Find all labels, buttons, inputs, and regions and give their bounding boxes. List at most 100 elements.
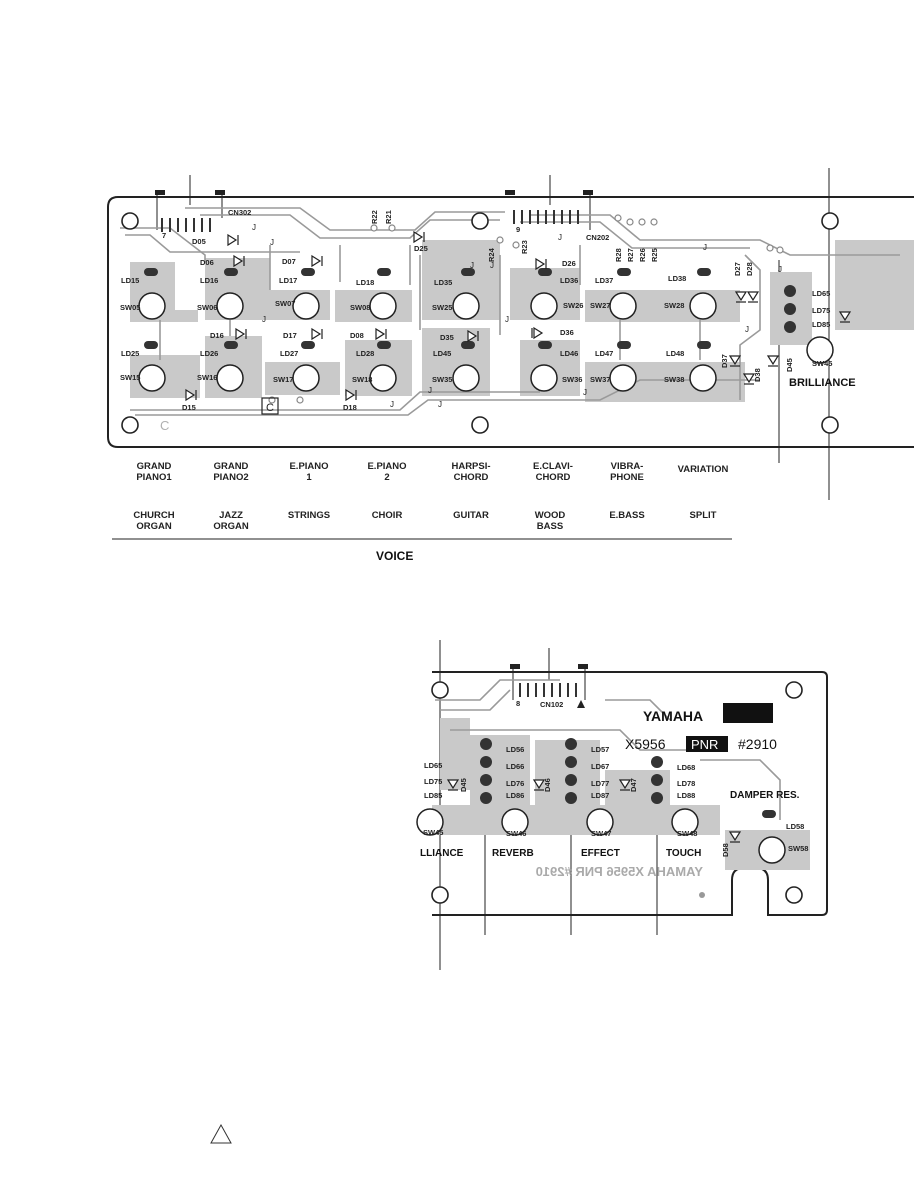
switch-label: SW48	[677, 829, 697, 838]
voice-label: CHURCH ORGAN	[133, 510, 175, 532]
bottom-pcb-board: CN102 8 LD65 LD75 LD85 SW45 LD56 LD66 LD…	[416, 640, 828, 970]
resistor-label: R22	[370, 210, 379, 224]
resistor-label: R24	[487, 247, 496, 262]
sw-label: SW18	[352, 375, 372, 384]
diode-label: D45	[459, 778, 468, 792]
switch-label: SW45	[423, 828, 443, 837]
part-number: X5956	[625, 736, 666, 752]
voice-label: E.PIANO 2	[367, 461, 407, 483]
diode-label: D26	[562, 259, 576, 268]
led-label: LD66	[506, 762, 524, 771]
top-pcb-board: JJJ JJJ JJJ JJJ JJ C C CN302 CN202 7 9 S…	[107, 168, 914, 540]
brilliance-label: BRILLIANCE	[789, 377, 856, 389]
ld-label: LD46	[560, 349, 578, 358]
pin-left-label: 8	[516, 699, 520, 708]
led-label: LD58	[786, 822, 804, 831]
sw-label: SW15	[120, 373, 140, 382]
ld-label: LD36	[560, 276, 578, 285]
sw-label: SW06	[197, 303, 217, 312]
led-label: LD65	[424, 761, 442, 770]
diode-label: D07	[282, 257, 296, 266]
led-label: LD67	[591, 762, 609, 771]
voice-label: E.CLAVI- CHORD	[533, 461, 573, 483]
svg-text:J: J	[745, 325, 749, 334]
function-label: LLIANCE	[420, 848, 464, 859]
ld-label: LD28	[356, 349, 374, 358]
resistor-label: R21	[384, 210, 393, 224]
diode-label: D36	[560, 328, 574, 337]
function-label: EFFECT	[581, 848, 620, 859]
ld-label: LD27	[280, 349, 298, 358]
diode-label: D38	[753, 368, 762, 382]
diode-label: D27	[733, 262, 742, 276]
svg-text:J: J	[438, 400, 442, 409]
sw-label: SW35	[432, 375, 452, 384]
voice-label: STRINGS	[287, 510, 331, 521]
voice-label: JAZZ ORGAN	[213, 510, 249, 532]
svg-text:J: J	[703, 243, 707, 252]
ld-label: LD16	[200, 276, 218, 285]
ld-label: LD15	[121, 276, 139, 285]
voice-section-title: VOICE	[376, 549, 414, 563]
diode-label: D06	[200, 258, 214, 267]
svg-text:J: J	[252, 223, 256, 232]
ld-label: LD38	[668, 274, 686, 283]
voice-label: WOOD BASS	[534, 510, 566, 532]
switch-label: SW45	[812, 359, 832, 368]
svg-text:J: J	[428, 386, 432, 395]
voice-label: VIBRA- PHONE	[610, 461, 644, 483]
ld-label: LD26	[200, 349, 218, 358]
led-label: LD85	[424, 791, 442, 800]
diode-label: D25	[414, 244, 428, 253]
svg-text:J: J	[262, 315, 266, 324]
cn102-label: CN102	[540, 700, 563, 709]
sw-label: SW07	[275, 299, 295, 308]
svg-text:J: J	[778, 265, 782, 274]
led-label: LD77	[591, 779, 609, 788]
ld-label: LD35	[434, 278, 452, 287]
svg-text:J: J	[583, 388, 587, 397]
ld-label: LD37	[595, 276, 613, 285]
diode-label: D46	[543, 778, 552, 792]
sw-label: SW17	[273, 375, 293, 384]
diode-label: D18	[343, 403, 357, 412]
sw-label: SW08	[350, 303, 370, 312]
pin-left-label: 7	[162, 231, 166, 240]
resistor-label: R27	[626, 248, 635, 262]
sw-label: SW25	[432, 303, 452, 312]
warning-triangle-icon	[210, 1124, 232, 1144]
voice-label: GRAND PIANO2	[213, 461, 249, 483]
resistor-label: R28	[614, 248, 623, 262]
silk-c-label: C	[266, 402, 274, 414]
sw-label: SW38	[664, 375, 684, 384]
cn302-label: CN302	[228, 208, 251, 217]
function-label: REVERB	[492, 848, 534, 859]
svg-text:J: J	[390, 400, 394, 409]
svg-text:J: J	[558, 233, 562, 242]
diode-label: D16	[210, 331, 224, 340]
led-label: LD75	[424, 777, 442, 786]
led-label: LD65	[812, 289, 830, 298]
voice-label: E.BASS	[609, 510, 645, 521]
led-label: LD68	[677, 763, 695, 772]
diode-label: D35	[440, 333, 454, 342]
cn202-label: CN202	[586, 233, 609, 242]
svg-text:J: J	[490, 261, 494, 270]
sw-label: SW26	[563, 301, 583, 310]
svg-text:J: J	[270, 238, 274, 247]
svg-text:J: J	[505, 315, 509, 324]
led-label: LD57	[591, 745, 609, 754]
resistor-label: R26	[638, 248, 647, 262]
sw-label: SW27	[590, 301, 610, 310]
rev-label: #2910	[738, 736, 777, 752]
led-label: LD86	[506, 791, 524, 800]
brand-label: YAMAHA	[643, 708, 703, 724]
led-label: LD78	[677, 779, 695, 788]
brand-black-block	[723, 703, 773, 723]
pnr-label: PNR	[691, 737, 718, 752]
diode-label: D37	[720, 354, 729, 368]
ld-label: LD45	[433, 349, 451, 358]
diode-label: D28	[745, 262, 754, 276]
sw-label: SW28	[664, 301, 684, 310]
ld-label: LD17	[279, 276, 297, 285]
